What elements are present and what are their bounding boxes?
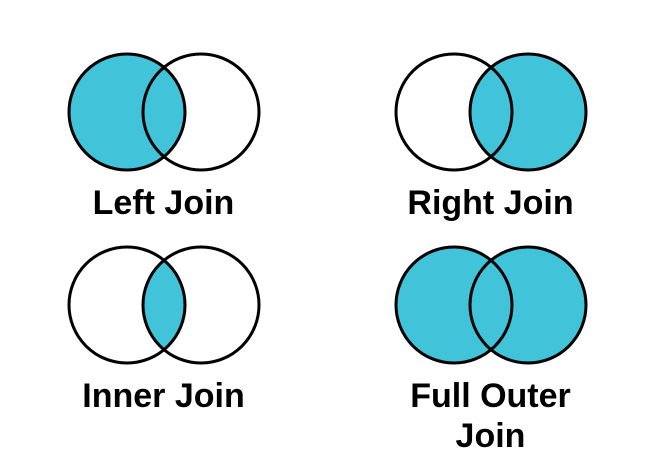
diagram-cell-inner-join: Inner Join <box>0 237 327 474</box>
right-circle-fill <box>469 247 586 363</box>
right-circle-outline <box>468 52 587 172</box>
diagram-cell-right-join: Right Join <box>327 0 654 237</box>
left-circle-outline <box>67 245 186 365</box>
intersection-lens-fill <box>142 247 185 363</box>
left-circle-outline <box>67 52 186 172</box>
diagram-label-inner-join: Inner Join <box>82 377 245 415</box>
right-circle-outline <box>141 52 260 172</box>
diagram-cell-full-outer-join: Full Outer Join <box>327 237 654 474</box>
venn-diagram-right-join <box>394 52 587 172</box>
right-circle-outline <box>468 245 587 365</box>
left-circle-outline <box>394 245 513 365</box>
right-circle-outline <box>141 245 260 365</box>
venn-diagram-inner-join <box>67 245 260 365</box>
left-circle-fill <box>68 54 185 170</box>
diagram-cell-left-join: Left Join <box>0 0 327 237</box>
diagram-label-full-outer-join: Full Outer Join <box>410 377 571 455</box>
venn-diagram-full-outer-join <box>394 245 587 365</box>
diagram-label-right-join: Right Join <box>407 184 574 222</box>
left-circle-outline <box>394 52 513 172</box>
venn-diagram-left-join <box>67 52 260 172</box>
diagram-label-left-join: Left Join <box>92 184 235 222</box>
right-circle-fill <box>469 54 586 170</box>
